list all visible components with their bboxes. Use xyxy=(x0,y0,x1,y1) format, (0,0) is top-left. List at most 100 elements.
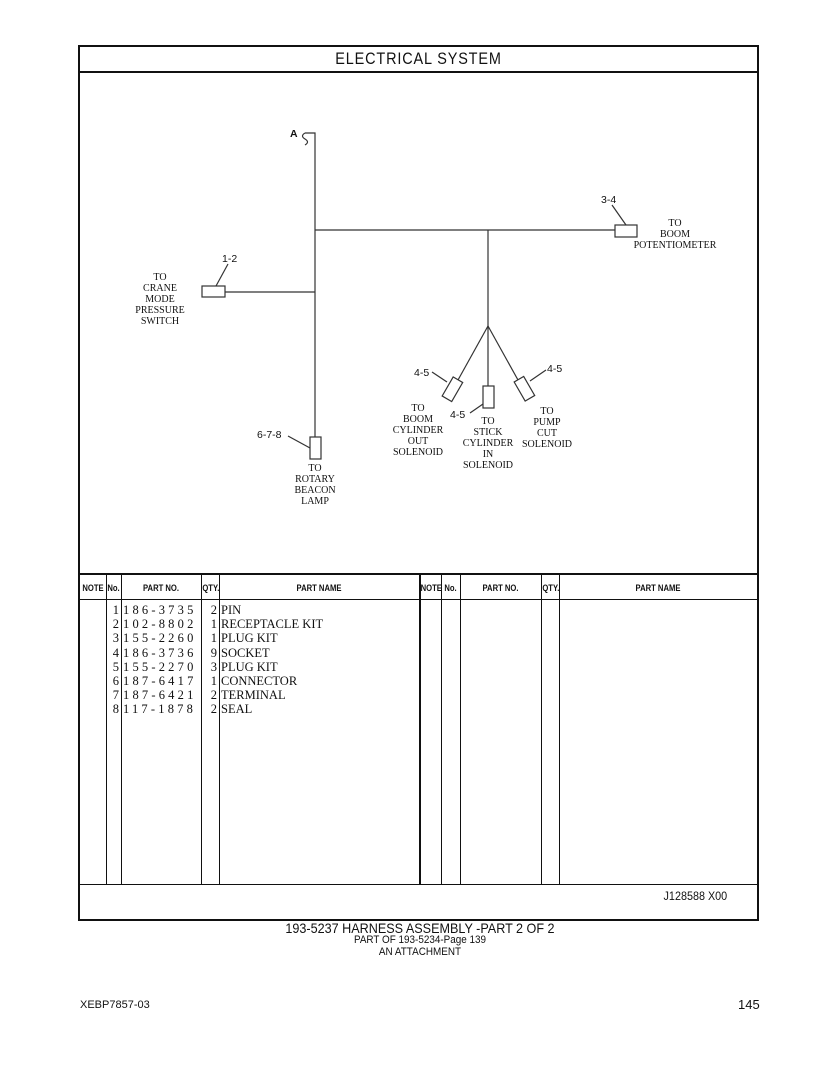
connector-pump xyxy=(513,375,536,402)
row-part-no: 187-6421 xyxy=(123,688,197,703)
label-stick-cyl: CYLINDER xyxy=(463,438,514,449)
header-no: No. xyxy=(107,583,120,593)
row-part-no: 187-6417 xyxy=(123,674,197,688)
label-pump: PUMP xyxy=(533,417,561,428)
row-part-no: 186-3736 xyxy=(123,645,197,660)
label-boom-cyl: CYLINDER xyxy=(393,425,444,436)
label-beacon: BEACON xyxy=(294,485,335,496)
col-line xyxy=(541,574,542,885)
document-code: XEBP7857-03 xyxy=(80,999,150,1011)
row-no: 2 xyxy=(112,617,119,632)
label-boom-cyl: BOOM xyxy=(403,414,433,425)
row-part-no: 102-8802 xyxy=(123,617,197,632)
ref-potentiometer: 3-4 xyxy=(601,194,616,206)
leader-line xyxy=(469,403,484,414)
row-qty: 3 xyxy=(210,659,217,674)
page-number: 145 xyxy=(738,997,760,1012)
row-no: 5 xyxy=(112,659,119,674)
main-trunk-wire xyxy=(305,132,316,437)
label-pump: SOLENOID xyxy=(522,439,572,450)
header-qty: QTY. xyxy=(202,583,220,593)
header-part-name: PART NAME xyxy=(635,583,681,593)
col-line xyxy=(106,574,107,885)
connector-crane xyxy=(201,285,226,298)
ref-pump: 4-5 xyxy=(547,363,562,375)
row-no: 1 xyxy=(112,603,119,617)
row-part-no: 155-2270 xyxy=(123,659,197,674)
col-line xyxy=(559,574,560,885)
row-qty: 1 xyxy=(210,631,217,646)
leader-line xyxy=(529,369,547,382)
branch-wire-boom-cyl xyxy=(457,325,489,381)
header-note: NOTE xyxy=(420,583,442,593)
label-pump: TO xyxy=(540,406,553,417)
col-line xyxy=(201,574,202,885)
row-part-no: 186-3735 xyxy=(123,603,197,617)
connector-potentiometer xyxy=(614,224,638,238)
row-part-no: 155-2260 xyxy=(123,631,197,646)
header-qty: QTY. xyxy=(542,583,560,593)
label-crane: TO xyxy=(153,272,166,283)
divider xyxy=(80,573,757,575)
caption-attachment: AN ATTACHMENT xyxy=(378,946,462,958)
col-line xyxy=(419,574,421,885)
label-crane: SWITCH xyxy=(141,316,179,327)
label-beacon: LAMP xyxy=(301,496,329,507)
ref-boom-cyl: 4-5 xyxy=(414,367,429,379)
connector-beacon xyxy=(309,436,322,460)
break-symbol xyxy=(301,132,309,146)
row-no: 7 xyxy=(112,688,119,703)
row-name: PIN xyxy=(221,603,242,617)
label-crane: CRANE xyxy=(143,283,177,294)
row-qty: 1 xyxy=(210,674,217,688)
label-boom-cyl: SOLENOID xyxy=(393,447,443,458)
col-line xyxy=(460,574,461,885)
caption-part-of: PART OF 193-5234-Page 139 xyxy=(353,934,487,946)
row-name: SOCKET xyxy=(221,645,270,660)
label-crane: MODE xyxy=(145,294,174,305)
col-line xyxy=(219,574,220,885)
row-name: CONNECTOR xyxy=(221,674,298,688)
row-no: 8 xyxy=(112,702,119,717)
ref-beacon: 6-7-8 xyxy=(257,429,282,441)
label-stick-cyl: STICK xyxy=(474,427,504,438)
label-boom-cyl: TO xyxy=(411,403,424,414)
label-stick-cyl: IN xyxy=(483,449,494,460)
page-title: ELECTRICAL SYSTEM xyxy=(335,49,502,68)
point-a-label: A xyxy=(290,128,298,140)
connector-boom-cyl xyxy=(441,376,464,403)
leader-line xyxy=(611,204,627,226)
divider xyxy=(80,599,757,600)
label-pump: CUT xyxy=(537,428,557,439)
label-potentiometer: TO xyxy=(668,218,681,229)
header-part-no: PART NO. xyxy=(143,583,179,593)
row-qty: 9 xyxy=(210,645,217,660)
leader-line xyxy=(431,371,448,383)
row-no: 3 xyxy=(112,631,119,646)
label-stick-cyl: TO xyxy=(481,416,494,427)
ref-stick-cyl: 4-5 xyxy=(450,409,465,421)
row-qty: 2 xyxy=(210,603,217,617)
label-potentiometer: BOOM xyxy=(660,229,690,240)
drawing-id: J128588 X00 xyxy=(663,889,728,903)
header-part-no: PART NO. xyxy=(482,583,519,593)
row-no: 4 xyxy=(112,645,119,660)
drawing-frame: ELECTRICAL SYSTEM NOTE No. PART NO. QTY.… xyxy=(78,45,759,921)
row-name: RECEPTACLE KIT xyxy=(221,617,324,632)
label-crane: PRESSURE xyxy=(135,305,184,316)
harness-diagram: A 3-4 1-2 6-7-8 4-5 4-5 4-5 TOCRANEMODEP… xyxy=(135,128,717,507)
row-qty: 1 xyxy=(210,617,217,632)
row-qty: 2 xyxy=(210,688,217,703)
header-no: No. xyxy=(444,583,457,593)
row-part-no: 117-1878 xyxy=(123,702,197,717)
row-name: PLUG KIT xyxy=(221,631,278,646)
row-name: TERMINAL xyxy=(221,688,286,703)
row-name: SEAL xyxy=(221,702,253,717)
row-name: PLUG KIT xyxy=(221,659,278,674)
label-beacon: ROTARY xyxy=(295,474,335,485)
caption-title: 193-5237 HARNESS ASSEMBLY -PART 2 OF 2 xyxy=(285,920,555,936)
ref-crane: 1-2 xyxy=(222,253,237,265)
label-potentiometer: POTENTIOMETER xyxy=(634,240,717,251)
col-line xyxy=(121,574,122,885)
label-stick-cyl: SOLENOID xyxy=(463,460,513,471)
